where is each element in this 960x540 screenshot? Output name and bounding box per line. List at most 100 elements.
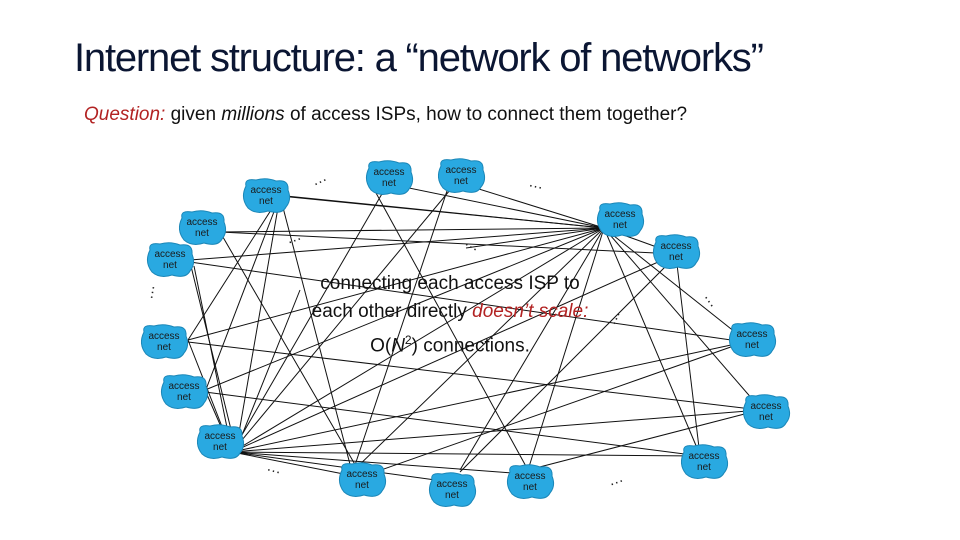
access-net-label-line-2: net — [213, 442, 227, 453]
cloud-shape — [596, 202, 645, 237]
access-net-label-line-1: access — [514, 471, 545, 482]
connection-line — [204, 391, 701, 457]
access-net-label-line-2: net — [745, 340, 759, 351]
connection-line — [675, 255, 701, 457]
connection-line — [459, 227, 605, 471]
access-net-label-line-2: net — [195, 228, 209, 239]
access-net-label-line-2: net — [355, 480, 369, 491]
caption-n: N — [391, 335, 405, 357]
caption-line-1: connecting each access ISP to — [320, 273, 580, 294]
connection-line — [351, 227, 605, 473]
connection-line — [219, 231, 677, 255]
access-net-label-line-2: net — [454, 176, 468, 187]
connection-line — [219, 227, 605, 233]
access-net-label-line-2: net — [523, 482, 537, 493]
access-net-label-line-2: net — [759, 412, 773, 423]
connection-line — [231, 451, 451, 483]
ellipsis-marks: ……………………… — [139, 168, 723, 490]
access-net-label-line-1: access — [204, 431, 235, 442]
cloud-shape — [652, 234, 701, 269]
connection-line — [231, 451, 701, 457]
cloud-shape — [728, 322, 777, 357]
cloud-shape — [140, 324, 189, 359]
cloud-shape — [742, 394, 791, 429]
connection-line — [231, 451, 527, 475]
caption-line-3-prefix: O( — [370, 335, 392, 357]
connection-line — [187, 341, 761, 411]
access-net-label-line-2: net — [697, 462, 711, 473]
cloud-shape — [178, 210, 227, 245]
access-net-label-line-2: net — [163, 260, 177, 271]
caption-exponent: 2 — [404, 333, 412, 347]
connection-line — [189, 227, 605, 261]
connection-line — [603, 227, 746, 341]
access-net-label-line-1: access — [148, 331, 179, 342]
caption-line-2-emphasis: doesn’t scale: — [472, 301, 589, 322]
question-prefix: Question: — [84, 104, 166, 125]
connection-line — [603, 227, 701, 456]
ellipsis-mark: … — [139, 283, 158, 301]
cloud-shape — [146, 242, 195, 277]
access-net-label-line-2: net — [382, 178, 396, 189]
connection-line — [231, 409, 761, 453]
connection-line — [231, 177, 461, 453]
connection-line — [459, 255, 677, 473]
access-net-label-line-1: access — [346, 469, 377, 480]
connection-line — [527, 227, 605, 471]
connection-line — [219, 231, 365, 481]
ellipsis-mark: … — [284, 227, 304, 248]
access-net-label-line-1: access — [186, 217, 217, 228]
cloud-shape — [428, 472, 477, 507]
connection-line — [369, 181, 529, 471]
connection-line — [231, 253, 677, 453]
connection-line — [189, 261, 746, 343]
cloud-shape — [506, 464, 555, 499]
access-net-label-line-2: net — [613, 220, 627, 231]
ellipsis-mark: … — [265, 457, 284, 477]
caption-line-3-suffix: ) connections. — [411, 335, 530, 357]
connection-line — [204, 227, 605, 391]
cloud-shape — [338, 462, 387, 497]
caption-line-3: O(N2) connections. — [270, 326, 630, 360]
ellipsis-mark: … — [602, 307, 624, 328]
ellipsis-mark: … — [606, 469, 626, 490]
question-part1: given — [165, 104, 222, 125]
connection-line — [465, 227, 605, 249]
access-nets: accessnetaccessnetaccessnetaccessnetacce… — [140, 158, 791, 507]
ellipsis-mark: … — [309, 168, 330, 190]
connection-lines — [187, 177, 761, 483]
ellipsis-mark: … — [462, 233, 483, 255]
caption-line-2-prefix: each other directly — [311, 301, 473, 322]
access-net-label-line-2: net — [669, 252, 683, 263]
connection-line — [235, 195, 281, 451]
cloud-shape — [437, 158, 486, 193]
access-net-label-line-1: access — [660, 241, 691, 252]
access-net-label-line-1: access — [373, 167, 404, 178]
connection-line — [351, 181, 451, 475]
connection-line — [235, 289, 301, 451]
access-net-label-line-1: access — [436, 479, 467, 490]
access-net-label-line-1: access — [750, 401, 781, 412]
access-net-label-line-1: access — [604, 209, 635, 220]
diagram-caption: connecting each access ISP to each other… — [270, 270, 630, 360]
connection-line — [187, 227, 605, 341]
cloud-shape — [196, 424, 245, 459]
cloud-shape — [160, 374, 209, 409]
access-net-label-line-1: access — [168, 381, 199, 392]
access-net-label-line-2: net — [259, 196, 273, 207]
